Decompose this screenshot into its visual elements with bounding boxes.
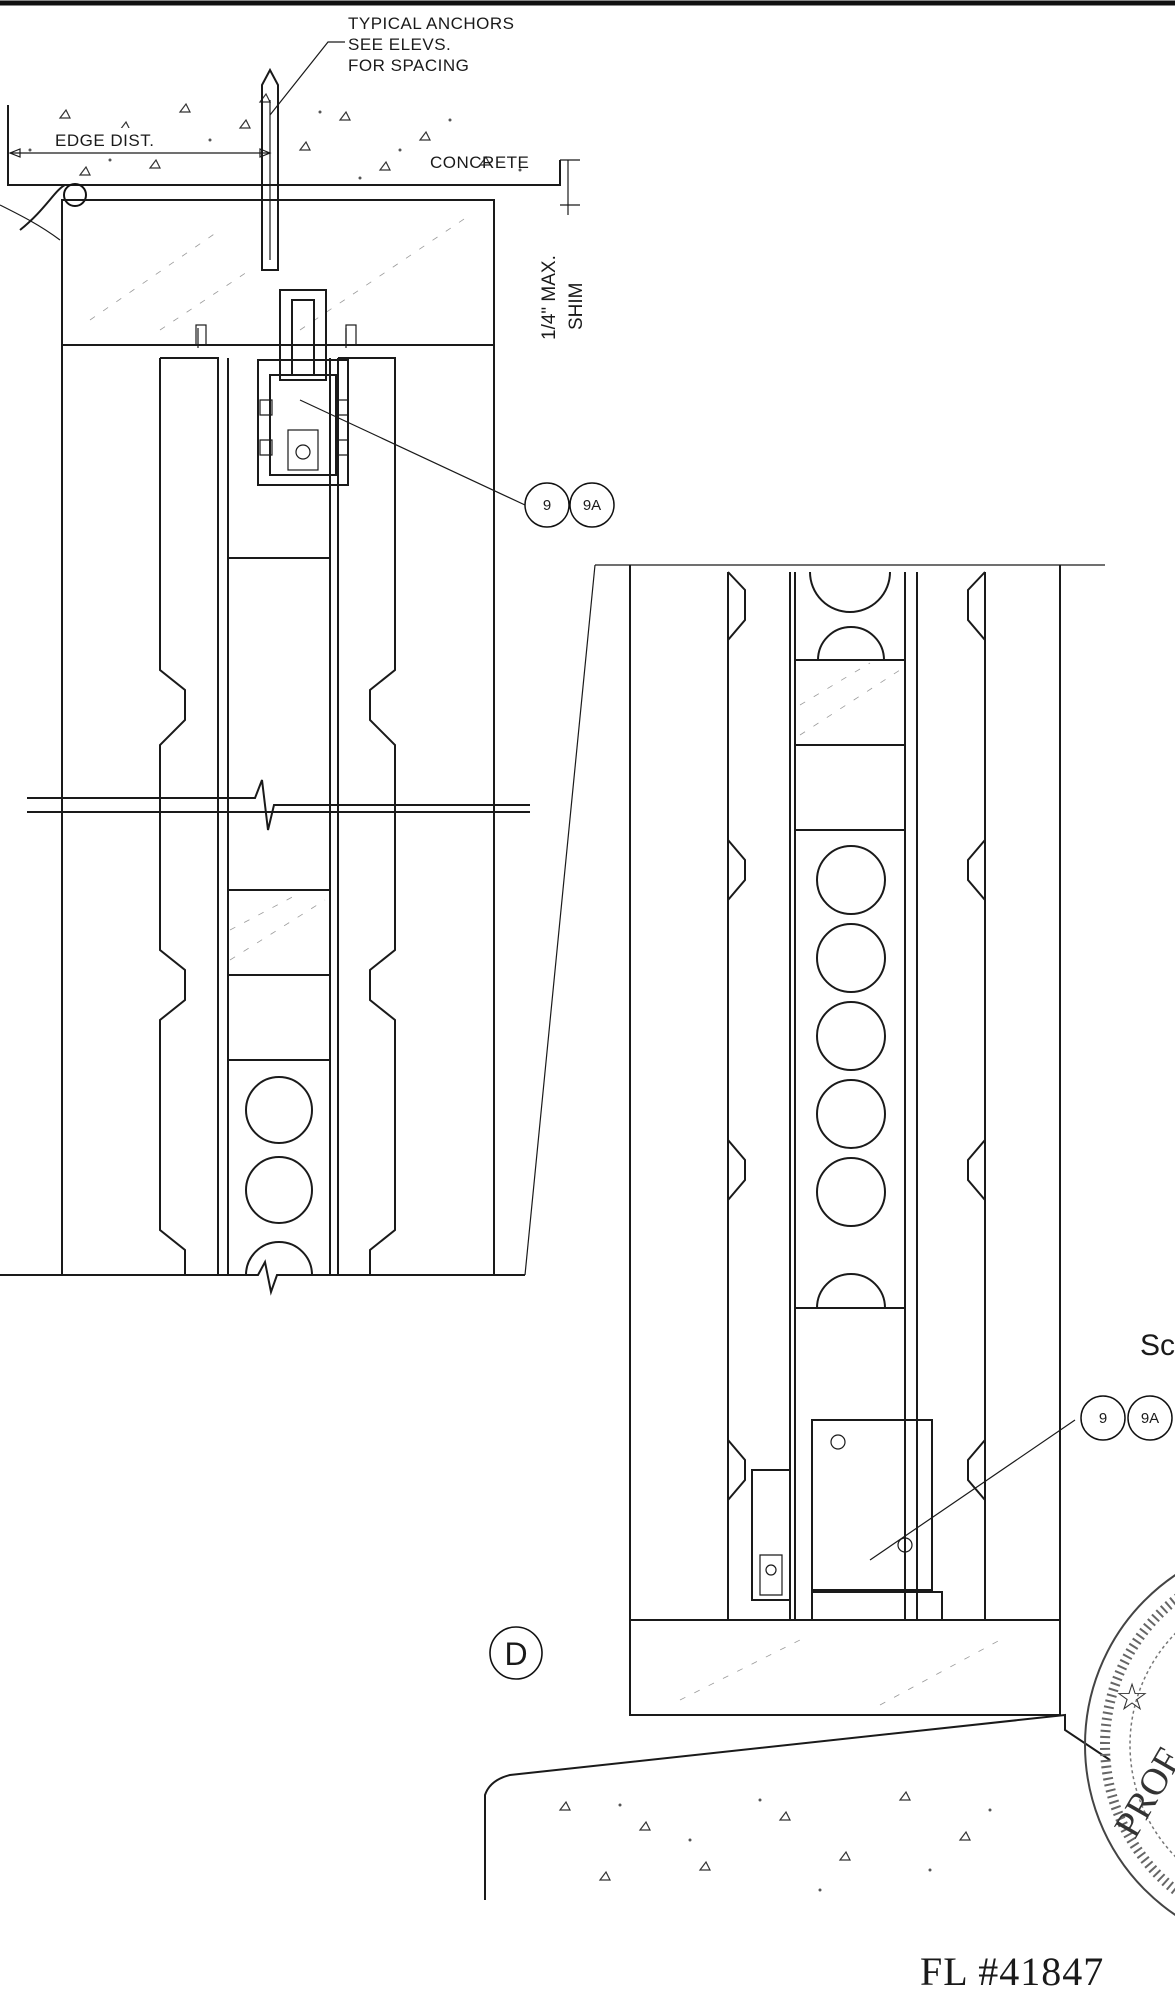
anchor-note-line3: FOR SPACING xyxy=(348,56,469,75)
door-leaf-right-lower xyxy=(916,571,986,1620)
svg-text:☆: ☆ xyxy=(1115,1677,1149,1719)
svg-text:9A: 9A xyxy=(583,497,601,514)
core-circle xyxy=(816,923,886,993)
core-circle xyxy=(816,1079,886,1149)
upper-detail: EDGE DIST. CONCRETE TYPICAL ANCHORS SEE … xyxy=(0,14,615,1296)
concrete-label: CONCRETE xyxy=(430,153,529,172)
flush-bolt-upper xyxy=(257,289,349,486)
door-leaf-left-lower xyxy=(727,571,791,1620)
concrete-aggregate xyxy=(58,92,491,176)
threshold xyxy=(629,1619,1061,1716)
break-line-horizontal xyxy=(27,779,530,831)
shim-dimension: 1/4" MAX. xyxy=(539,255,560,340)
detail-id: D xyxy=(504,1636,527,1672)
backer-rod xyxy=(63,183,87,207)
core-circle xyxy=(245,1076,313,1144)
edge-dist-label: EDGE DIST. xyxy=(55,131,154,150)
partial-label: Sc xyxy=(1140,1329,1175,1362)
floor-slab xyxy=(484,1713,1111,1900)
callout-9a-upper xyxy=(569,482,615,528)
head-frame xyxy=(61,199,495,346)
anchor-bolt xyxy=(261,67,279,271)
door-leaf-right xyxy=(337,357,396,1275)
callout-9a-lower xyxy=(1127,1395,1173,1441)
anchor-note-line1: TYPICAL ANCHORS xyxy=(348,14,515,33)
shim-label: SHIM xyxy=(566,283,587,331)
core-circle xyxy=(816,845,886,915)
callout-9-upper xyxy=(524,482,570,528)
lower-detail: 9 9A D Sc xyxy=(484,564,1175,1900)
door-leaf-left xyxy=(159,357,219,1275)
core-circle xyxy=(816,1001,886,1071)
anchor-note-line2: SEE ELEVS. xyxy=(348,35,451,54)
flush-bolt-lower xyxy=(751,1419,943,1621)
svg-text:9: 9 xyxy=(1099,1410,1107,1427)
callout-9-lower xyxy=(1080,1395,1126,1441)
detail-id-bubble xyxy=(489,1626,543,1680)
core-circle xyxy=(245,1156,313,1224)
seal-text: PROF xyxy=(1106,1741,1175,1844)
core-circle xyxy=(816,1157,886,1227)
engineer-seal: ☆ PROF xyxy=(1084,1574,1175,1916)
svg-text:9: 9 xyxy=(543,497,551,514)
svg-text:9A: 9A xyxy=(1141,1410,1159,1427)
fl-number: FL #41847 xyxy=(920,1949,1104,1994)
